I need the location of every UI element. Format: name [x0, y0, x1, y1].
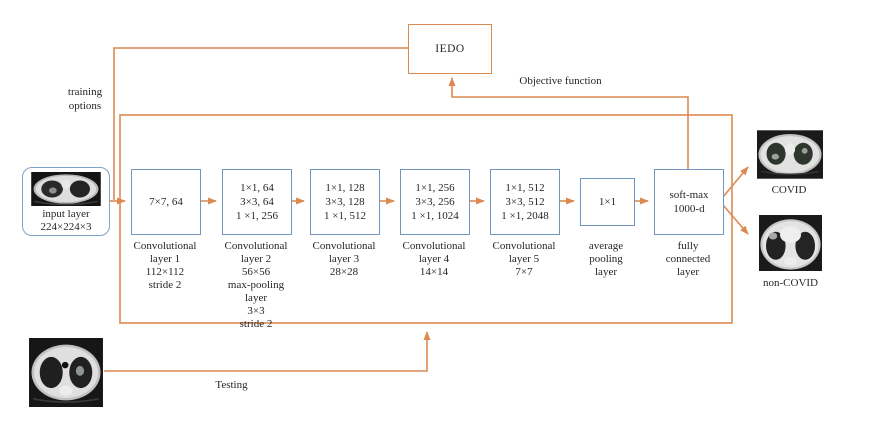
covid-ct-image — [757, 130, 823, 179]
covid-label: COVID — [771, 184, 807, 196]
objective-function-line — [448, 77, 689, 170]
non-covid-ct-image — [759, 215, 822, 271]
objective-function-label: Objective function — [519, 75, 602, 87]
testing-label: Testing — [215, 379, 248, 391]
conv-layer-1-text: 7×7, 64 — [149, 196, 183, 208]
non-covid-label: non-COVID — [763, 277, 818, 289]
input-ct-image — [31, 172, 101, 206]
conv-layer-1-box: 7×7, 64 — [131, 169, 201, 235]
average-pooling-box: 1×1 — [580, 178, 635, 226]
covid-arrow — [722, 166, 749, 198]
testing-ct-image — [29, 338, 103, 407]
non-covid-arrow — [722, 204, 749, 235]
average-pooling-text: 1×1 — [598, 196, 617, 208]
iedo-box: IEDO — [408, 24, 492, 74]
testing-line — [104, 331, 431, 372]
iedo-label: IEDO — [435, 43, 465, 55]
